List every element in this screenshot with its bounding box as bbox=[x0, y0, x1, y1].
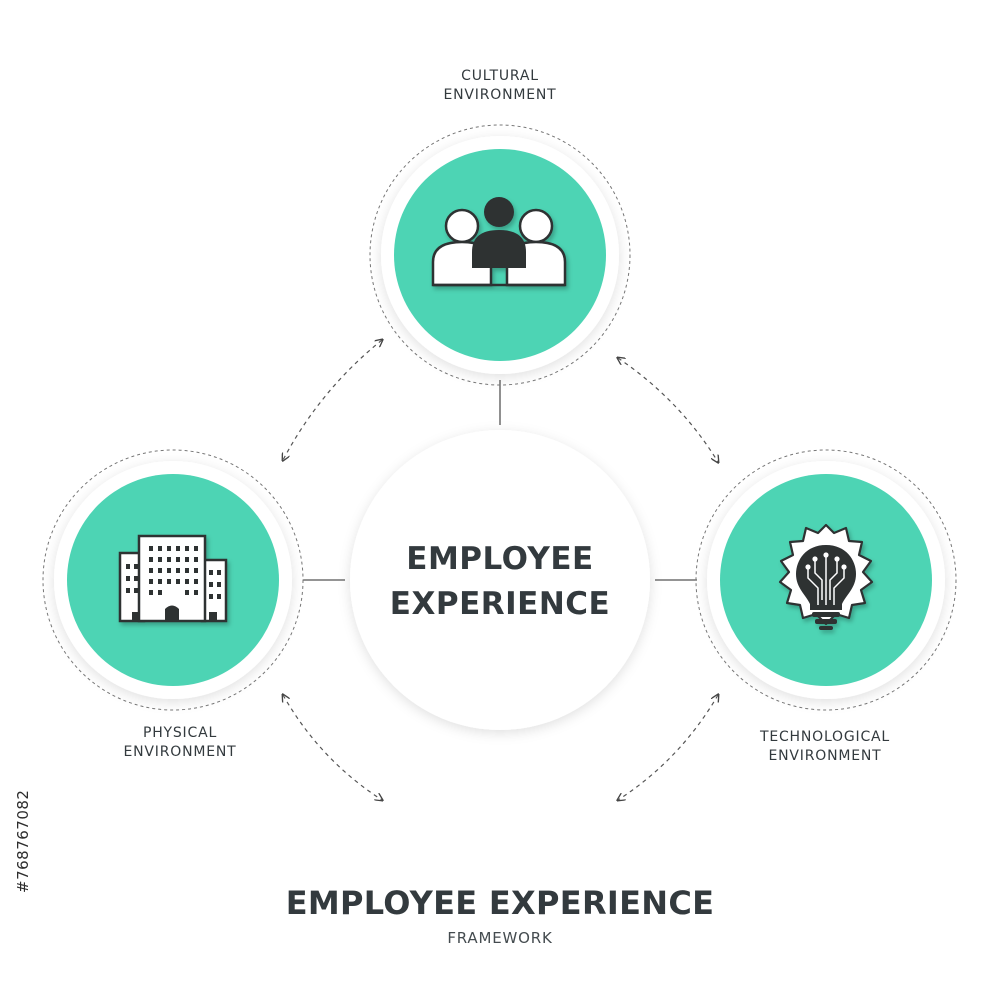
center-circle bbox=[350, 430, 650, 730]
node-technological bbox=[695, 449, 957, 711]
label-cultural-line1: CULTURAL bbox=[461, 68, 539, 84]
node-technological-dashed-ring bbox=[695, 449, 957, 711]
team-people-icon bbox=[431, 197, 567, 287]
cycle-arrow-top-right bbox=[618, 358, 718, 462]
label-physical-line1: PHYSICAL bbox=[142, 725, 218, 741]
node-cultural-dashed-ring bbox=[369, 124, 631, 386]
stock-id-watermark: #768767082 bbox=[14, 789, 32, 893]
node-physical bbox=[42, 449, 304, 711]
office-building-icon bbox=[118, 534, 228, 623]
lightbulb-circuit-icon bbox=[778, 523, 874, 630]
cycle-arrow-bottom-right bbox=[618, 695, 718, 800]
node-cultural bbox=[369, 124, 631, 386]
cycle-arrow-bottom-left bbox=[283, 695, 382, 800]
center-title-line2: EXPERIENCE bbox=[389, 586, 611, 622]
footer-subtitle: FRAMEWORK bbox=[447, 929, 553, 947]
label-technological-environment: TECHNOLOGICAL ENVIRONMENT bbox=[705, 728, 945, 766]
node-physical-dashed-ring bbox=[42, 449, 304, 711]
label-cultural-environment: CULTURAL ENVIRONMENT bbox=[380, 67, 620, 105]
center-title-line1: EMPLOYEE bbox=[406, 541, 594, 577]
label-cultural-line2: ENVIRONMENT bbox=[443, 87, 557, 103]
label-technological-line2: ENVIRONMENT bbox=[768, 748, 882, 764]
label-physical-environment: PHYSICAL ENVIRONMENT bbox=[60, 724, 300, 762]
label-physical-line2: ENVIRONMENT bbox=[123, 744, 237, 760]
center-title: EMPLOYEE EXPERIENCE bbox=[350, 537, 650, 627]
footer-title: EMPLOYEE EXPERIENCE bbox=[285, 884, 715, 922]
cycle-arrow-top-left bbox=[283, 340, 382, 460]
label-technological-line1: TECHNOLOGICAL bbox=[759, 729, 891, 745]
